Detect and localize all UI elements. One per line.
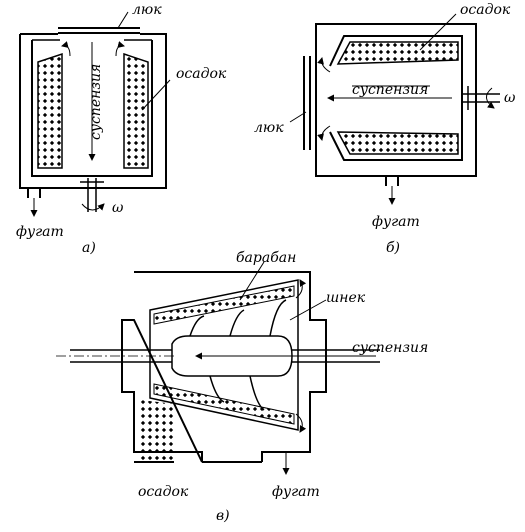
panel-b-filtrate-label: фугат <box>372 214 420 230</box>
panel-a-sediment-left <box>37 52 63 169</box>
panel-b-suspension-label: суспензия <box>352 82 428 98</box>
panel-a-suspension-label: суспензия <box>88 64 104 140</box>
panel-b-sediment-top <box>336 41 459 65</box>
panel-a-sediment-right <box>123 52 149 169</box>
panel-a-drum <box>31 40 153 177</box>
panel-a-caption: а) <box>82 240 96 256</box>
panel-a-outlet <box>27 188 41 198</box>
panel-b-omega-label: ω <box>504 90 516 106</box>
panel-a-hatch-label: люк <box>132 2 162 18</box>
panel-c-drum <box>149 279 299 431</box>
panel-b-housing <box>315 23 477 177</box>
panel-a-omega-label: ω <box>112 200 124 216</box>
panel-c-sediment-label: осадок <box>138 484 189 500</box>
panel-c-sediment-top <box>153 285 295 325</box>
panel-b <box>289 13 500 205</box>
panel-b-sediment-bottom <box>336 131 459 155</box>
panel-a-filtrate-label: фугат <box>16 224 64 240</box>
panel-c-housing <box>121 271 327 463</box>
panel-c-sediment-bottom <box>153 383 295 425</box>
panel-c-caption: в) <box>216 508 230 524</box>
panel-c-drum-label: барабан <box>236 250 296 266</box>
panel-c <box>56 261 380 475</box>
panel-b-hatch-label: люк <box>254 120 284 136</box>
panel-b-drum <box>329 35 463 161</box>
panel-c-suspension-label: суспензия <box>352 340 428 356</box>
panel-b-caption: б) <box>386 240 400 256</box>
panel-c-screw-label: шнек <box>326 290 366 306</box>
panel-a-sediment-label: осадок <box>176 66 227 82</box>
panel-b-sediment-label: осадок <box>460 2 511 18</box>
panel-a <box>19 11 171 217</box>
panel-c-filtrate-label: фугат <box>272 484 320 500</box>
panel-a-housing <box>19 33 167 189</box>
panel-c-sediment-discharge <box>140 400 176 462</box>
panel-b-outlet <box>385 176 399 186</box>
